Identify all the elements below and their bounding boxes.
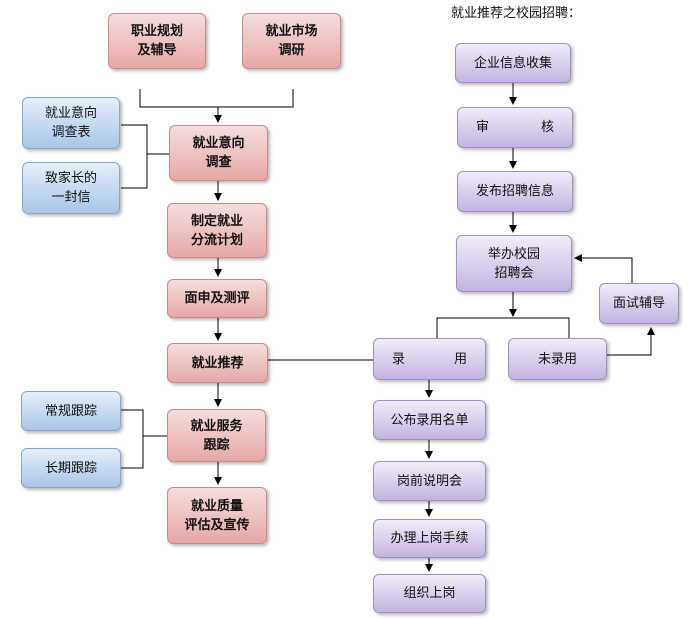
procedures-box: 办理上岗手续 bbox=[373, 519, 486, 558]
recommend-box: 就业推荐 bbox=[167, 343, 268, 383]
diagram-title: 就业推荐之校园招聘： bbox=[451, 6, 582, 21]
hired-box: 录 用 bbox=[373, 338, 486, 380]
career-planning-box: 职业规划 及辅导 bbox=[108, 13, 206, 69]
collect-info-box: 企业信息收集 bbox=[455, 43, 571, 83]
fair-split-line bbox=[436, 317, 570, 338]
hired-char-1: 录 bbox=[392, 351, 406, 367]
hired-char-2: 用 bbox=[453, 351, 467, 367]
interview-eval-box: 面申及测评 bbox=[167, 279, 267, 318]
hold-fair-box: 举办校园 招聘会 bbox=[456, 235, 572, 292]
long-term-tracking-box: 长期跟踪 bbox=[21, 448, 121, 488]
plan-box: 制定就业 分流计划 bbox=[167, 203, 267, 258]
coaching-to-hold-fair bbox=[574, 254, 633, 283]
publish-info-box: 发布招聘信息 bbox=[457, 171, 573, 212]
regular-tracking-box: 常规跟踪 bbox=[21, 391, 121, 431]
coaching-box: 面试辅导 bbox=[599, 283, 679, 324]
tracking-bracket bbox=[121, 409, 144, 469]
not-hired-to-coaching bbox=[607, 327, 655, 356]
intent-survey-box: 就业意向 调查 bbox=[169, 125, 268, 181]
quality-eval-box: 就业质量 评估及宣传 bbox=[167, 487, 267, 544]
not-hired-box: 未录用 bbox=[508, 338, 607, 380]
review-char-1: 审 bbox=[476, 120, 490, 135]
market-research-box: 就业市场 调研 bbox=[242, 13, 341, 69]
announce-list-box: 公布录用名单 bbox=[373, 400, 486, 440]
service-tracking-box: 就业服务 跟踪 bbox=[167, 409, 266, 462]
questionnaire-box: 就业意向 调查表 bbox=[22, 97, 120, 149]
top-merge-line bbox=[139, 89, 294, 108]
review-char-2: 核 bbox=[540, 120, 554, 135]
onboard-box: 组织上岗 bbox=[373, 574, 486, 613]
side-input-bracket bbox=[121, 124, 148, 189]
review-box: 审 核 bbox=[457, 107, 573, 148]
briefing-box: 岗前说明会 bbox=[373, 461, 486, 501]
parent-letter-box: 致家长的 一封信 bbox=[22, 162, 120, 214]
